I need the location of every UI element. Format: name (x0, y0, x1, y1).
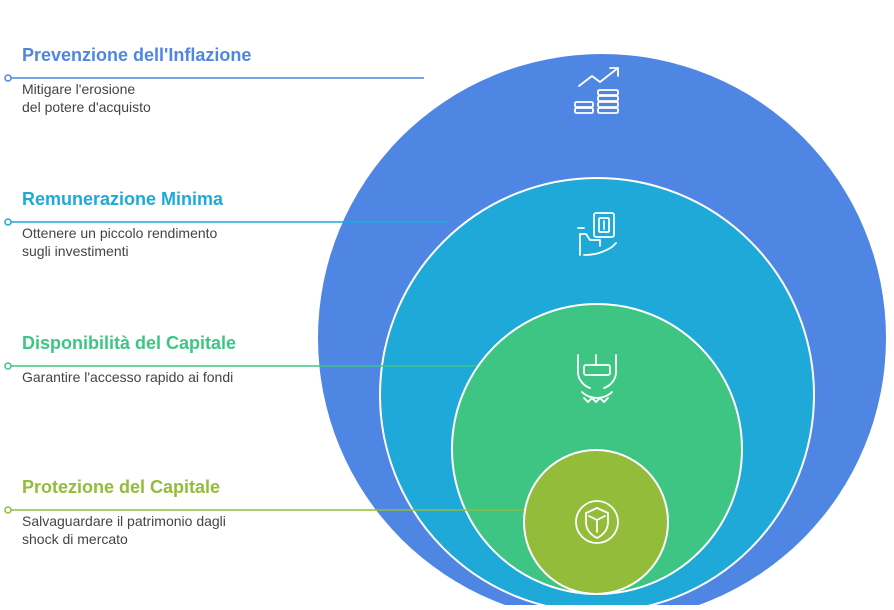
level-description: Mitigare l'erosione del potere d'acquist… (22, 81, 151, 115)
level-inflation: Prevenzione dell'Inflazione Mitigare l'e… (22, 44, 322, 116)
level-title: Protezione del Capitale (22, 477, 221, 497)
level-availability: Disponibilità del Capitale Garantire l'a… (22, 332, 322, 386)
coins-growth-icon (574, 67, 619, 114)
connector-dot-remuneration (4, 218, 12, 226)
level-description: Garantire l'accesso rapido ai fondi (22, 369, 234, 385)
connector-dot-protection (4, 506, 12, 514)
shield-icon (575, 500, 619, 544)
level-title: Prevenzione dell'Inflazione (22, 45, 252, 65)
connector-dot-inflation (4, 74, 12, 82)
level-protection: Protezione del Capitale Salvaguardare il… (22, 476, 322, 548)
circle-protection (523, 449, 669, 595)
level-title: Disponibilità del Capitale (22, 333, 237, 353)
level-description: Ottenere un piccolo rendimento sugli inv… (22, 225, 218, 259)
hand-money-icon (577, 212, 617, 256)
level-title: Remunerazione Minima (22, 189, 224, 209)
level-description: Salvaguardare il patrimonio dagli shock … (22, 513, 226, 547)
level-remuneration: Remunerazione Minima Ottenere un piccolo… (22, 188, 322, 260)
hands-withdraw-icon (577, 354, 617, 403)
connector-dot-availability (4, 362, 12, 370)
